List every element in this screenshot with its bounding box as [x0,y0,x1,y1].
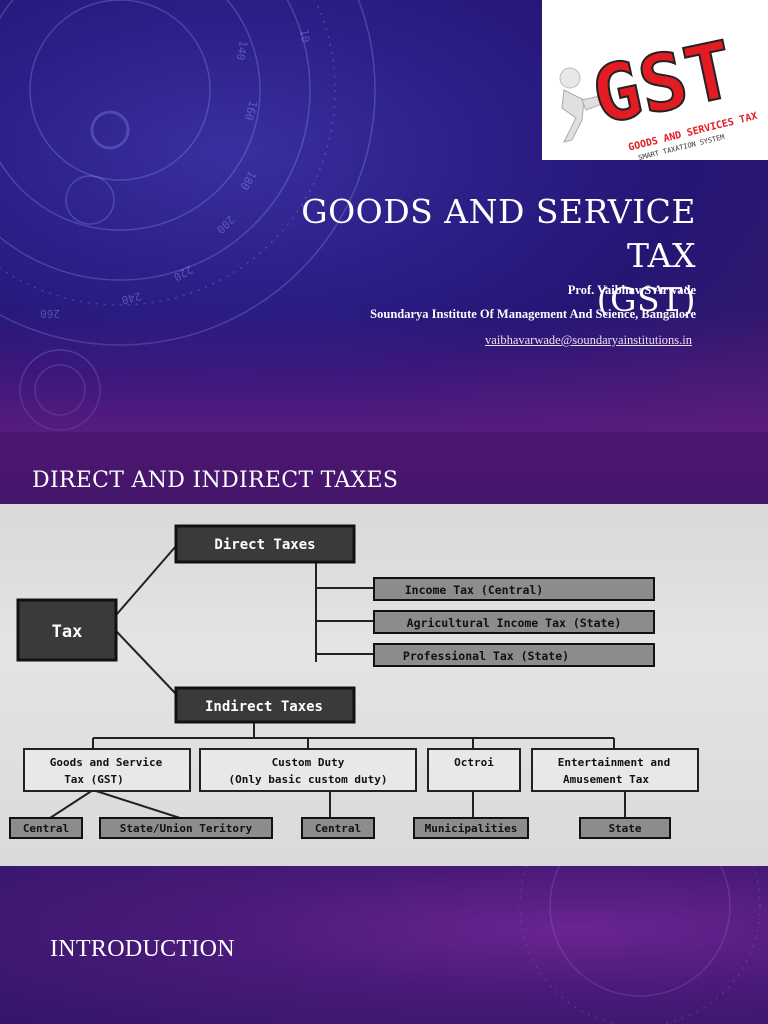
node-income-tax [373,577,655,601]
node-direct-taxes-label: Direct Taxes [214,537,315,553]
institution-name: Soundarya Institute Of Management And Sc… [370,307,696,321]
node-octroi-label: Octroi [454,756,494,769]
slide-title: GOODS AND SERVICE TAX (GST) [236,190,696,322]
node-agricultural-income-tax [373,610,655,634]
decorative-circles [519,866,761,1024]
title-line1: GOODS AND SERVICE TAX [301,192,696,275]
node-entertainment-tax-line2: Amusement Tax [563,773,649,786]
tax-diagram: Tax Direct Taxes Indirect Taxes Income T… [0,504,768,866]
node-entertainment-tax-line1: Entertainment and [558,756,671,769]
figure-icon [559,67,603,143]
dial-number: 10 [297,28,312,43]
presenter-name: Prof. Vaibhav S Arwade [567,283,696,297]
dial-number: 140 [234,39,250,61]
leaf-central-gst [9,817,83,839]
node-professional-tax [373,643,655,667]
dial-number: 200 [214,213,237,236]
node-gst [23,748,191,792]
node-octroi [427,748,521,792]
section-title: INTRODUCTION [50,936,235,962]
introduction-slide: INTRODUCTION [0,866,768,1024]
dial-number: 160 [242,99,260,122]
direct-indirect-taxes-slide: DIRECT AND INDIRECT TAXES [0,432,768,866]
node-income-tax-label: Income Tax (Central) [405,583,543,597]
node-direct-taxes [174,524,356,564]
title-slide: 10 140 160 180 200 220 240 260 GST GOODS… [0,0,768,432]
node-tax [16,598,118,662]
dial-number: 180 [237,169,258,193]
gst-logo: GST GOODS AND SERVICES TAX SMART TAXATIO… [542,0,768,162]
node-custom-duty-line2: (Only basic custom duty) [229,773,388,786]
leaf-state [579,817,671,839]
email-link[interactable]: vaibhavarwade@soundaryainstitutions.in [485,333,692,347]
node-professional-tax-label: Professional Tax (State) [403,649,569,663]
dial-number: 260 [40,307,60,320]
node-entertainment-tax [531,748,699,792]
leaf-municipalities-label: Municipalities [425,822,518,835]
section-title: DIRECT AND INDIRECT TAXES [32,468,399,493]
leaf-central-gst-label: Central [23,822,69,835]
leaf-central-custom [301,817,375,839]
leaf-central-custom-label: Central [315,822,361,835]
leaf-state-label: State [608,822,641,835]
node-custom-duty [199,748,417,792]
leaf-state-union-territory [99,817,273,839]
node-custom-duty-line1: Custom Duty [272,756,345,769]
dial-number: 220 [171,262,195,283]
node-indirect-taxes-label: Indirect Taxes [205,699,323,715]
node-gst-line2: Tax (GST) [64,773,124,786]
leaf-state-union-territory-label: State/Union Teritory [120,822,253,835]
node-gst-line1: Goods and Service [50,756,163,769]
leaf-municipalities [413,817,529,839]
dial-number: 240 [120,289,143,307]
node-indirect-taxes [174,686,356,724]
node-tax-label: Tax [52,622,83,642]
node-agricultural-income-tax-label: Agricultural Income Tax (State) [407,616,622,630]
